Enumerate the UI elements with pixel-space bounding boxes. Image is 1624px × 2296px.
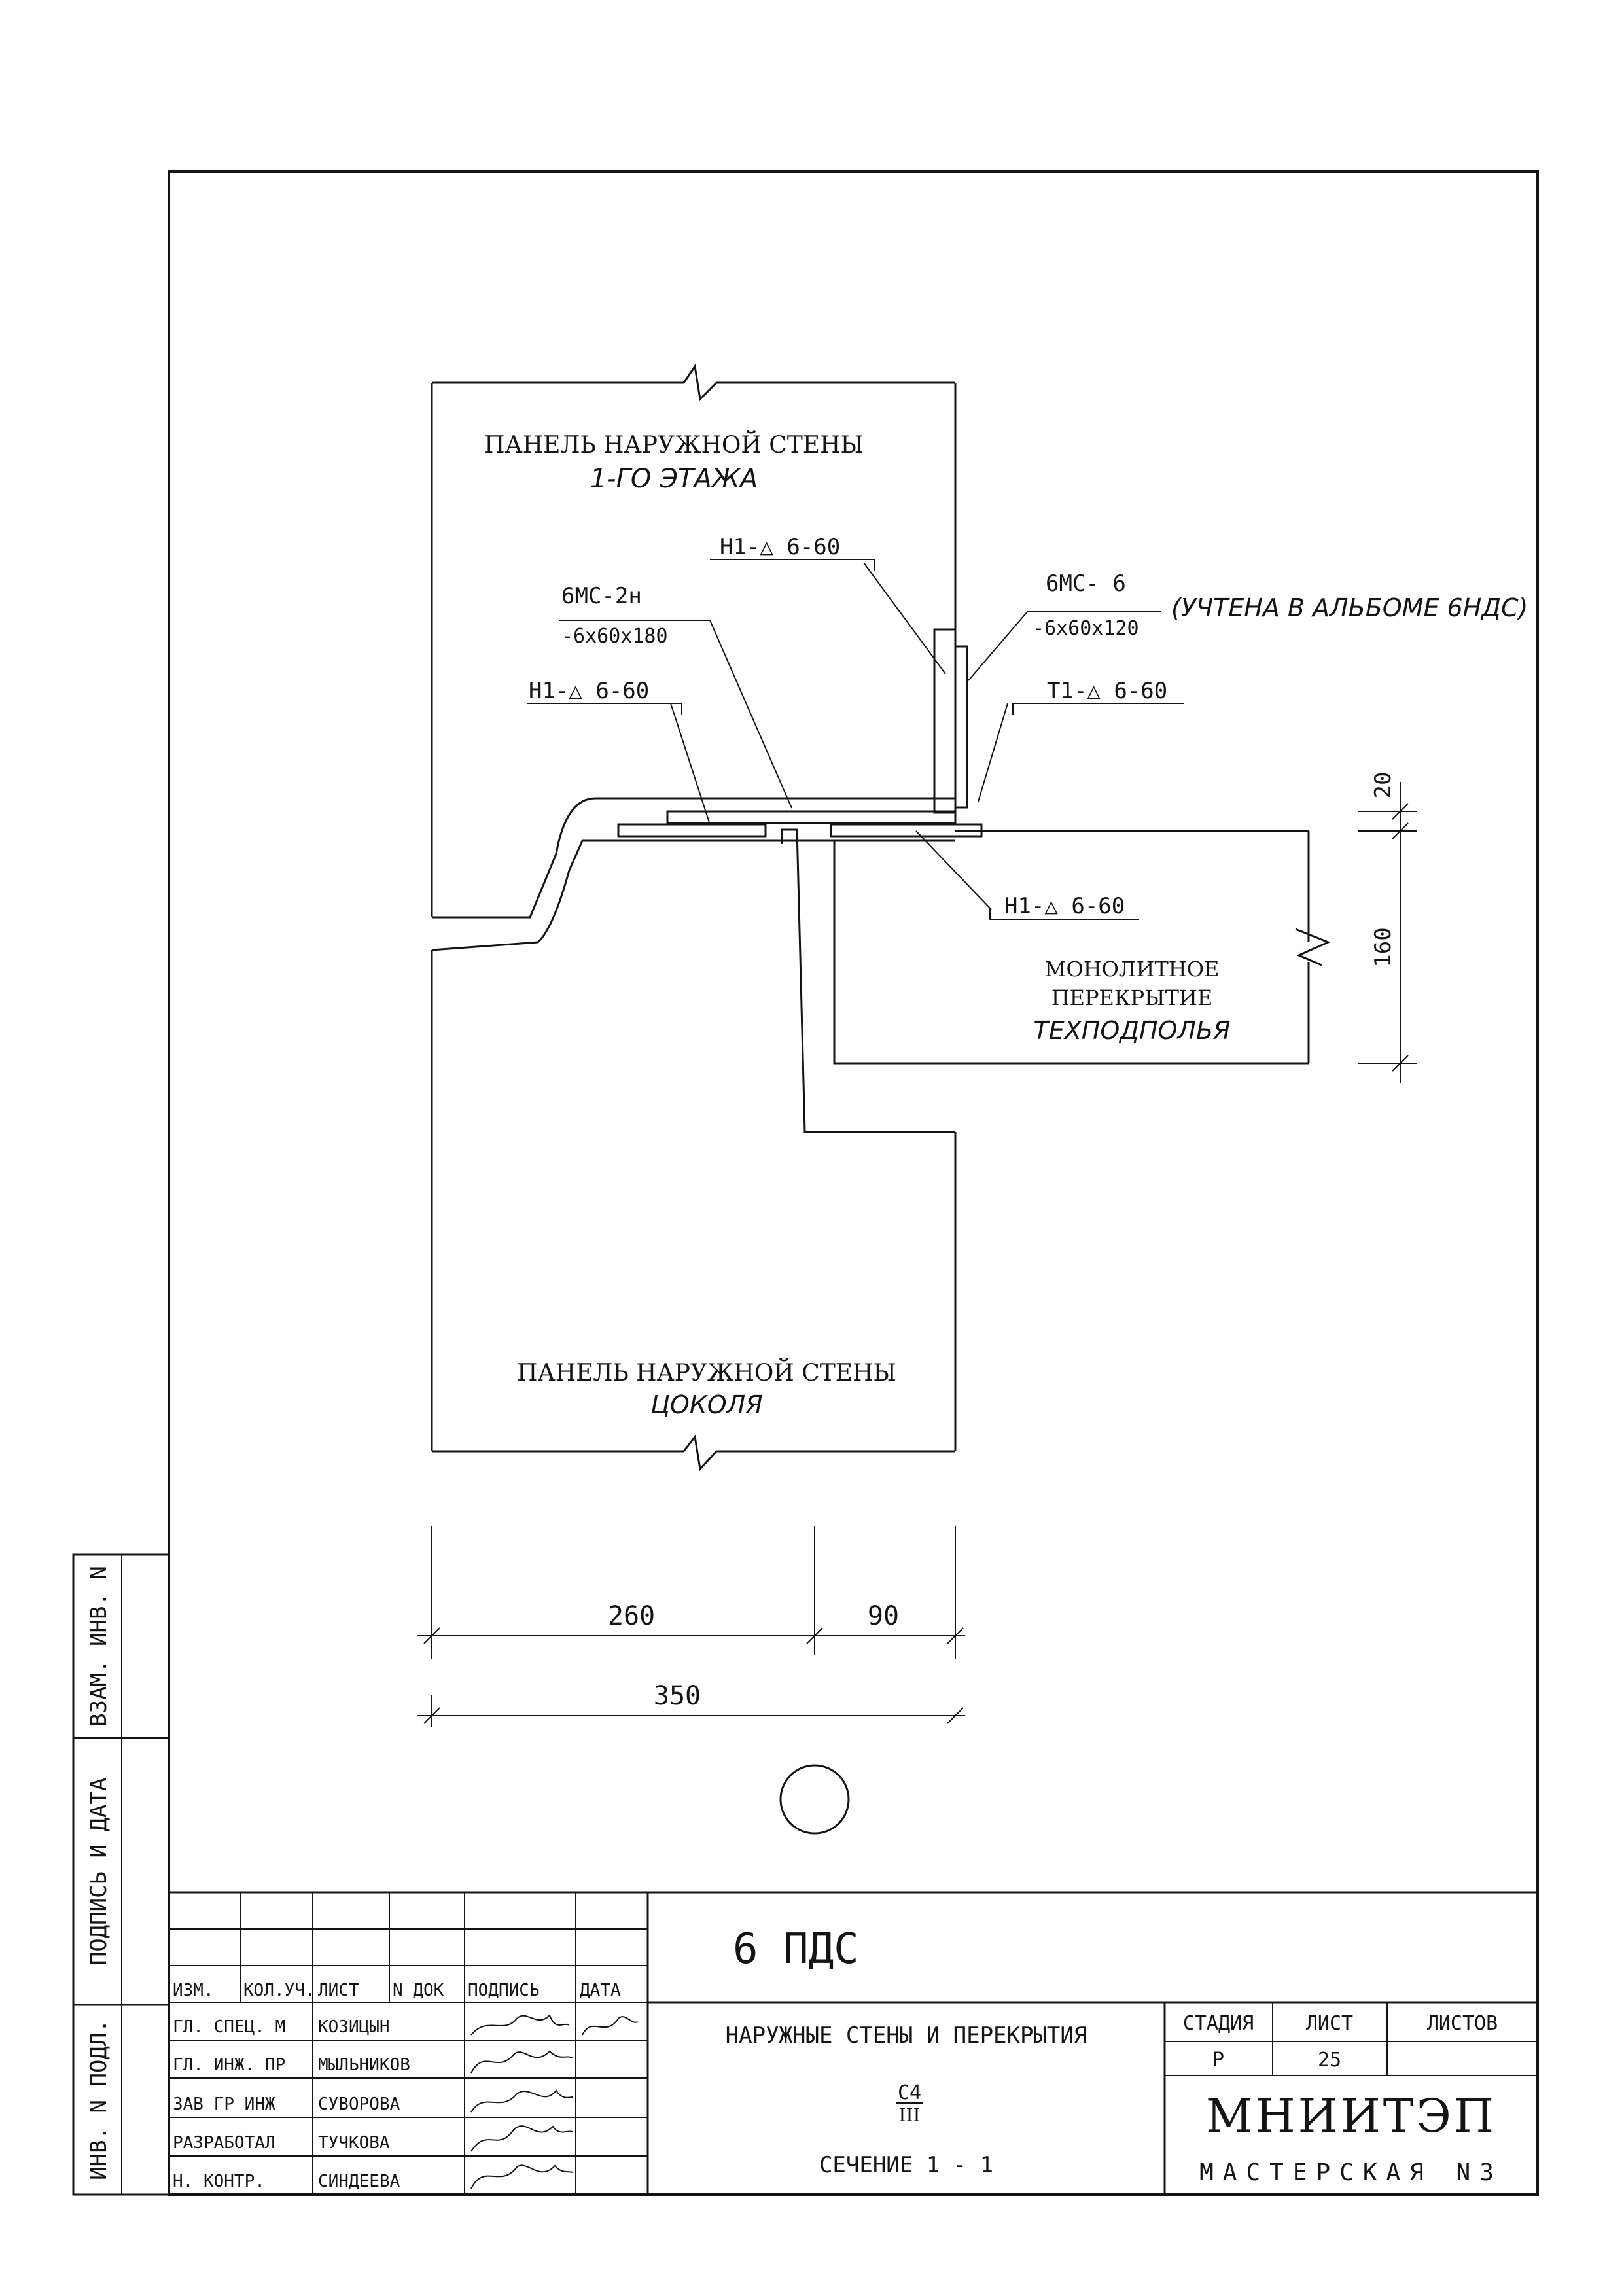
side-stamp-inv: ИНВ. N ПОДЛ. bbox=[86, 2019, 112, 2180]
side-stamp-vzam: ВЗАМ. ИНВ. N bbox=[86, 1566, 112, 1727]
weld-bottom-label: Н1-△ 6-60 bbox=[1004, 893, 1125, 919]
tb-org: МНИИТЭП bbox=[1206, 2089, 1496, 2143]
tb-col-data: ДАТА bbox=[580, 1981, 621, 2000]
tb-dept: МАСТЕРСКАЯ N3 bbox=[1199, 2159, 1503, 2186]
plate-right-mark: 6МС- 6 bbox=[1046, 571, 1126, 597]
upper-panel-floor: 1-ГО ЭТАЖА bbox=[590, 464, 758, 494]
tb-col-ndok: N ДОК bbox=[393, 1981, 444, 2000]
vertical-dimensions: 20 160 bbox=[1358, 772, 1417, 1083]
tb-name-0: КОЗИЦЫН bbox=[318, 2017, 390, 2037]
sheet-frame bbox=[168, 170, 1539, 2196]
dim-20: 20 bbox=[1370, 772, 1396, 799]
upper-panel-label: ПАНЕЛЬ НАРУЖНОЙ СТЕНЫ bbox=[484, 431, 864, 459]
callouts: Н1-△ 6-60 6МС-2н -6х60х180 Н1-△ 6-60 6МС… bbox=[527, 534, 1528, 920]
tb-role-3: РАЗРАБОТАЛ bbox=[173, 2133, 275, 2153]
slab-label-2: ПЕРЕКРЫТИЕ bbox=[1051, 985, 1213, 1010]
title-block: ИЗМ. КОЛ.УЧ. ЛИСТ N ДОК ПОДПИСЬ ДАТА ГЛ.… bbox=[169, 1892, 1538, 2195]
tb-name-2: СУВОРОВА bbox=[318, 2094, 400, 2114]
tb-section: СЕЧЕНИЕ 1 - 1 bbox=[819, 2152, 993, 2178]
tb-code: 6 ПДС bbox=[733, 1925, 859, 1973]
tb-fraction-top: С4 bbox=[898, 2081, 921, 2104]
tb-name-4: СИНДЕЕВА bbox=[318, 2172, 400, 2191]
horizontal-dimensions: 260 90 350 bbox=[417, 1526, 965, 1727]
side-stamp-podpis: ПОДПИСЬ И ДАТА bbox=[86, 1778, 112, 1966]
tb-stage: Р bbox=[1212, 2049, 1224, 2072]
lower-panel: ПАНЕЛЬ НАРУЖНОЙ СТЕНЫ ЦОКОЛЯ bbox=[431, 828, 957, 1472]
tb-role-4: Н. КОНТР. bbox=[173, 2172, 265, 2191]
tb-sheet-label: ЛИСТ bbox=[1306, 2012, 1353, 2035]
steel-plates bbox=[617, 628, 983, 838]
tb-stage-label: СТАДИЯ bbox=[1183, 2012, 1254, 2035]
monolithic-slab: МОНОЛИТНОЕ ПЕРЕКРЫТИЕ ТЕХПОДПОЛЬЯ bbox=[833, 830, 1331, 1065]
tb-name-1: МЫЛЬНИКОВ bbox=[318, 2055, 410, 2075]
dim-350: 350 bbox=[654, 1681, 701, 1711]
side-stamp: ВЗАМ. ИНВ. N ПОДПИСЬ И ДАТА ИНВ. N ПОДЛ. bbox=[72, 1553, 170, 2196]
tb-fraction-bottom: III bbox=[898, 2104, 920, 2126]
tb-role-1: ГЛ. ИНЖ. ПР bbox=[173, 2055, 285, 2075]
tb-title: НАРУЖНЫЕ СТЕНЫ И ПЕРЕКРЫТИЯ bbox=[726, 2022, 1087, 2049]
tb-col-izm: ИЗМ. bbox=[173, 1981, 214, 2000]
weld-left-label: Н1-△ 6-60 bbox=[529, 678, 649, 704]
signatures bbox=[470, 2014, 639, 2189]
dim-260: 260 bbox=[608, 1601, 655, 1631]
tb-col-kol: КОЛ.УЧ. bbox=[243, 1981, 315, 2000]
plate-right-note: (УЧТЕНА В АЛЬБОМЕ 6НДС) bbox=[1171, 593, 1528, 622]
plate-right-size: -6х60х120 bbox=[1033, 617, 1139, 640]
tb-role-0: ГЛ. СПЕЦ. М bbox=[173, 2017, 285, 2037]
slab-label-1: МОНОЛИТНОЕ bbox=[1045, 957, 1220, 981]
lower-panel-sub: ЦОКОЛЯ bbox=[650, 1390, 762, 1419]
tb-role-2: ЗАВ ГР ИНЖ bbox=[173, 2094, 275, 2114]
tb-col-podpis: ПОДПИСЬ bbox=[468, 1981, 540, 2000]
weld-right-label: Т1-△ 6-60 bbox=[1047, 678, 1167, 704]
section-marker bbox=[779, 1764, 850, 1835]
dim-160: 160 bbox=[1370, 927, 1396, 967]
plate-left-size: -6х60х180 bbox=[561, 625, 668, 648]
lower-panel-label: ПАНЕЛЬ НАРУЖНОЙ СТЕНЫ bbox=[517, 1358, 896, 1386]
plate-left-mark: 6МС-2н bbox=[561, 583, 642, 609]
tb-sheets-label: ЛИСТОВ bbox=[1427, 2012, 1498, 2035]
upper-panel: ПАНЕЛЬ НАРУЖНОЙ СТЕНЫ 1-ГО ЭТАЖА bbox=[431, 364, 957, 951]
slab-label-3: ТЕХПОДПОЛЬЯ bbox=[1034, 1016, 1231, 1045]
tb-sheet: 25 bbox=[1318, 2049, 1341, 2072]
dim-90: 90 bbox=[868, 1601, 899, 1631]
tb-name-3: ТУЧКОВА bbox=[318, 2133, 390, 2153]
tb-col-list: ЛИСТ bbox=[318, 1981, 359, 2000]
weld-top-label: Н1-△ 6-60 bbox=[720, 534, 840, 560]
